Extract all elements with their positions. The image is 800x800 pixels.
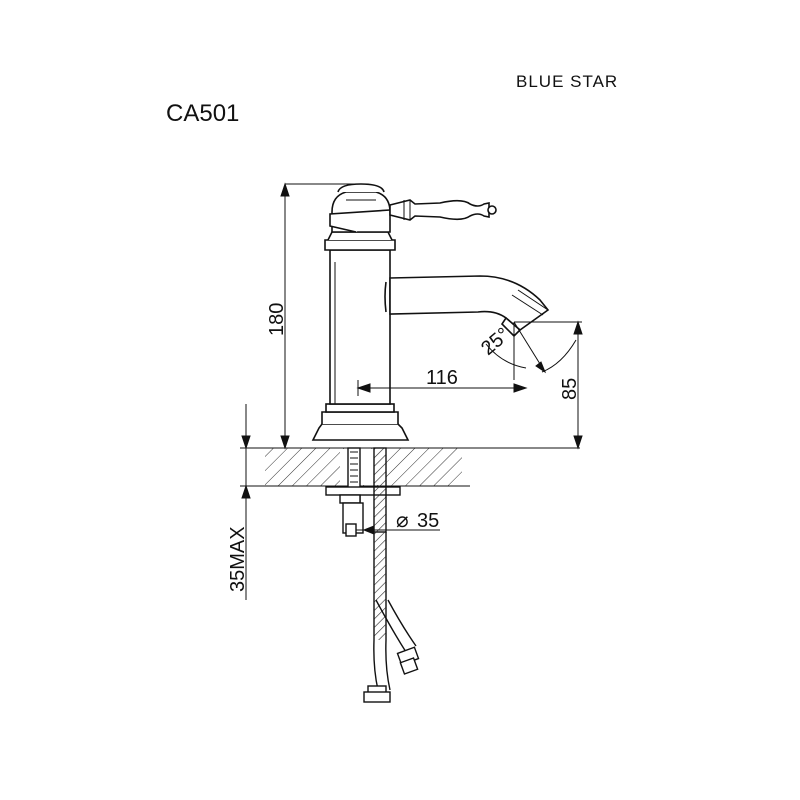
spout-height-dimension [514, 320, 583, 450]
spout-height-label: 85 [559, 378, 581, 400]
mounting-assembly [325, 447, 401, 537]
spout-angle-dimension [485, 321, 577, 380]
brand-name: BLUE STAR [516, 72, 619, 91]
deck-thickness-label: 35MAX [227, 526, 249, 592]
reach-dimension [356, 380, 528, 396]
flexible-hoses [363, 532, 420, 703]
model-number: CA501 [166, 100, 240, 127]
reach-label: 116 [426, 367, 458, 389]
diameter-symbol: ⌀ [396, 509, 409, 532]
deck-thickness-dimension [241, 404, 251, 600]
faucet-body [311, 183, 550, 441]
countertop [240, 447, 580, 487]
height-dimension [280, 182, 360, 450]
hole-diameter-label: 35 [417, 510, 439, 532]
height-label: 180 [266, 303, 288, 336]
hole-diameter-dimension [356, 525, 440, 535]
